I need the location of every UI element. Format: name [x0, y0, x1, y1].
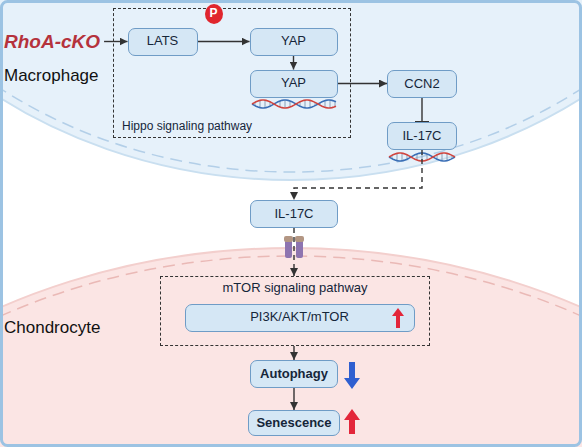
dna-strand	[252, 100, 336, 108]
process-box: YAP	[250, 70, 338, 98]
receptor-chain	[285, 240, 292, 258]
outcome-box: Autophagy	[250, 360, 338, 388]
chondrocyte-cell	[0, 248, 582, 447]
arrow-connector	[338, 83, 388, 84]
macrophage-membrane	[0, 0, 582, 172]
dna-rung	[305, 100, 306, 108]
dna-rung	[265, 100, 266, 108]
dna-rung	[325, 101, 326, 108]
increase-arrow	[392, 308, 404, 328]
pathway-group: mTOR signaling pathwayPI3K/AKT/mTOR	[160, 276, 430, 346]
process-box: LATS	[128, 28, 198, 56]
dna-rung	[397, 153, 398, 160]
node-text: CCN2	[404, 77, 439, 92]
pathway-title: mTOR signaling pathway	[223, 281, 368, 296]
arrow-connector	[293, 388, 294, 410]
dna-strand	[252, 100, 336, 108]
arrow-connector	[293, 228, 294, 276]
cell-type-label: Macrophage	[4, 66, 99, 86]
receptor-head	[295, 236, 304, 242]
increase-arrow	[344, 409, 360, 434]
node-text: IL-17C	[402, 129, 441, 144]
arrow-connector	[293, 346, 294, 360]
process-box: YAP	[250, 28, 338, 56]
pointer-arrow	[104, 41, 127, 42]
gene-knockout-label: RhoA-cKO	[4, 31, 100, 53]
cell-type-label: Chondrocyte	[4, 318, 100, 338]
node-text: LATS	[147, 34, 179, 49]
node-text: Autophagy	[260, 367, 328, 382]
pathway-group: Hippo signaling pathway LATS P YAP YAP	[113, 8, 351, 138]
receptor-head	[284, 236, 293, 242]
outcome-box: Senescence	[248, 410, 340, 436]
dna-rung	[442, 153, 443, 161]
inhibition-connector	[421, 98, 422, 122]
dna-rung	[447, 153, 448, 160]
node-text: Senescence	[256, 416, 331, 431]
arrow-connector	[198, 41, 250, 42]
arrow-connector	[293, 56, 294, 70]
dna-rung	[285, 100, 286, 108]
chondrocyte-membrane	[0, 256, 582, 447]
dna-rung	[260, 100, 261, 107]
process-box: IL-17C	[250, 200, 338, 228]
node-text: YAP	[281, 76, 306, 91]
process-box: CCN2	[387, 70, 457, 98]
increase-arrow	[392, 307, 404, 329]
process-box: IL-17C	[387, 122, 457, 150]
node-text: P	[209, 7, 217, 21]
node-text: IL-17C	[274, 207, 313, 222]
dna-rung	[310, 100, 311, 107]
node-text: YAP	[281, 34, 306, 49]
receptor-chain	[296, 240, 303, 258]
decrease-arrow	[344, 362, 360, 389]
macrophage-cell	[0, 0, 582, 180]
process-box: PI3K/AKT/mTOR	[185, 304, 415, 332]
node-text: PI3K/AKT/mTOR	[250, 310, 349, 325]
pathway-title: Hippo signaling pathway	[122, 120, 252, 134]
dna-rung	[330, 100, 331, 108]
dna-helix	[252, 100, 336, 108]
phosphate-dot: P	[205, 4, 223, 24]
arrow-connector	[294, 150, 422, 200]
dna-rung	[402, 153, 403, 161]
